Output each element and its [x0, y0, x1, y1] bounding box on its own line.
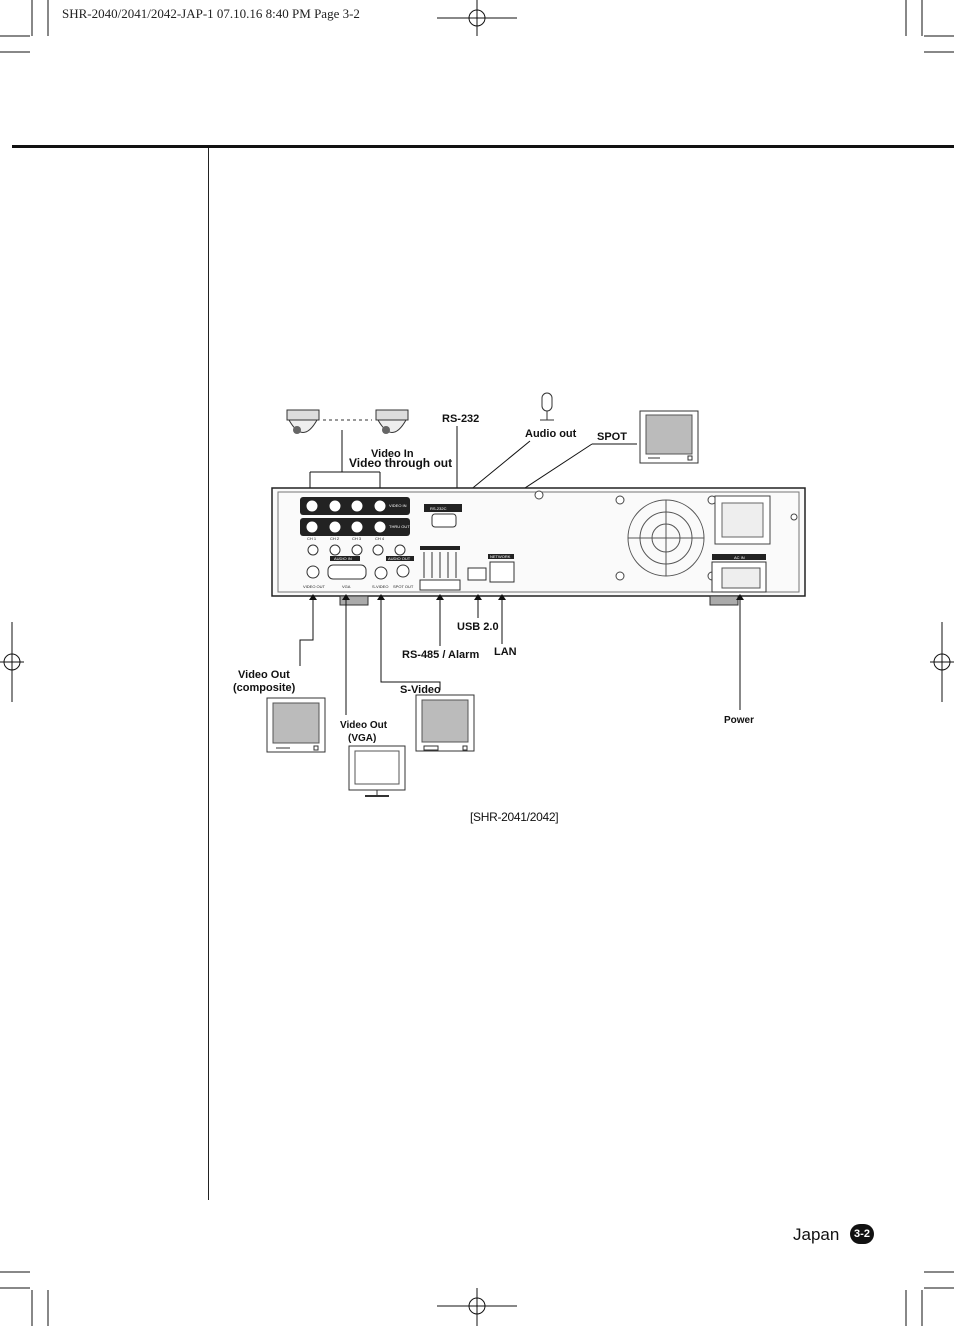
panel-ch4: CH 4: [375, 536, 385, 541]
print-header: SHR-2040/2041/2042-JAP-1 07.10.16 8:40 P…: [62, 6, 360, 21]
side-rule: [208, 148, 209, 1200]
video-out-composite-label: Video Out: [238, 669, 290, 681]
top-rule: [12, 145, 954, 148]
spot-label: SPOT: [597, 431, 627, 443]
monitor-icon: [266, 697, 326, 753]
video-in-label: Video In: [371, 448, 414, 460]
footer-language: Japan: [793, 1225, 840, 1244]
camera-icon: [375, 409, 409, 434]
video-out-vga-label: Video Out: [340, 720, 388, 731]
panel-thru-out: THRU OUT: [389, 524, 410, 529]
panel-vga: VGA: [342, 584, 351, 589]
monitor-icon: [639, 410, 699, 464]
dvr-rear-panel: VIDEO IN THRU OUT CH 1 CH 2 CH 3 CH 4 AU…: [271, 487, 806, 606]
page-number-badge: 3-2: [850, 1224, 874, 1244]
panel-network: NETWORK: [490, 554, 511, 559]
panel-video-out: VIDEO OUT: [303, 584, 326, 589]
video-through-label: Video through out: [349, 456, 452, 470]
fan-vent-icon: [627, 499, 705, 577]
rs232-label: RS-232: [442, 413, 479, 425]
s-video-label: S-Video: [400, 684, 441, 696]
panel-audio-in: AUDIO IN: [334, 556, 352, 561]
panel-spot-out: SPOT OUT: [393, 584, 414, 589]
panel-ch3: CH 3: [352, 536, 362, 541]
figure-caption: [SHR-2041/2042]: [470, 810, 559, 824]
rs485-label: RS-485 / Alarm: [402, 649, 479, 661]
vga-monitor-icon: [348, 745, 406, 797]
panel-s-video: S-VIDEO: [372, 584, 388, 589]
microphone-icon: [540, 392, 554, 421]
panel-rs232c: RS-232C: [430, 506, 447, 511]
monitor-icon: [415, 694, 475, 752]
panel-ch2: CH 2: [330, 536, 340, 541]
usb-label: USB 2.0: [457, 621, 499, 633]
video-out-composite-sublabel: (composite): [233, 682, 296, 694]
panel-ac-in: AC IN: [734, 555, 745, 560]
panel-ch1: CH 1: [307, 536, 317, 541]
lan-label: LAN: [494, 646, 517, 658]
audio-out-label: Audio out: [525, 428, 577, 440]
panel-audio-out: AUDIO OUT: [388, 556, 411, 561]
power-label: Power: [724, 715, 754, 726]
video-out-vga-sublabel: (VGA): [348, 733, 376, 744]
panel-video-in: VIDEO IN: [389, 503, 407, 508]
camera-icon: [286, 409, 320, 434]
